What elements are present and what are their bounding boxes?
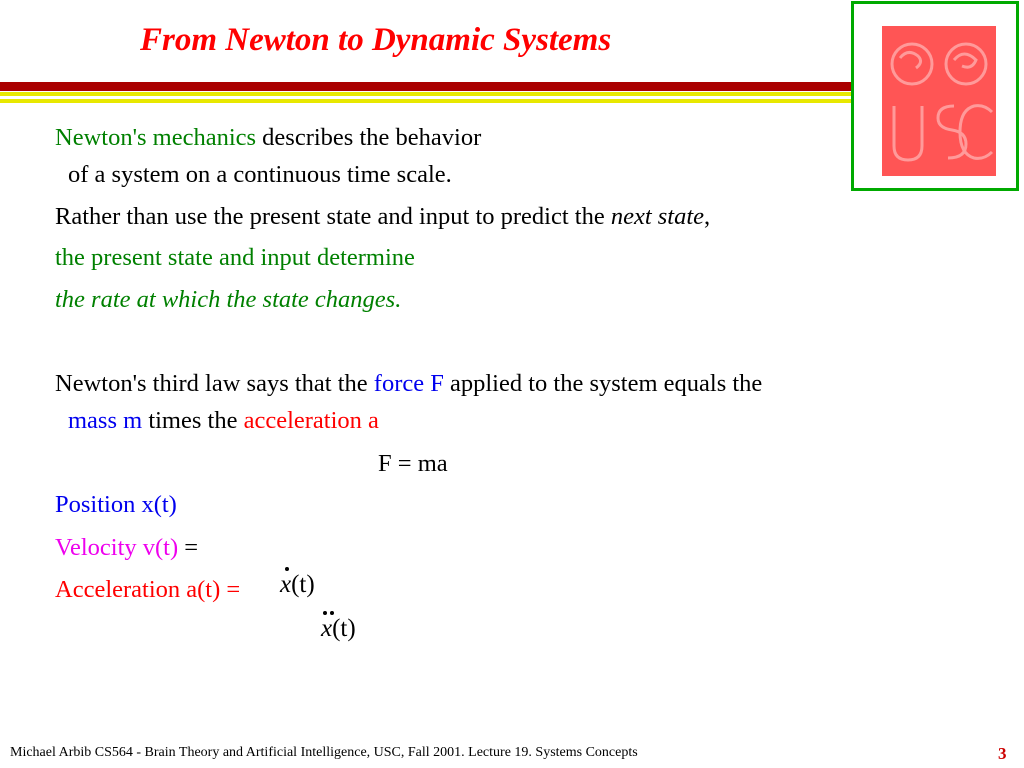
paragraph-mass-times-acceleration: mass m times the acceleration a [68,407,379,434]
paragraph-present-state: the present state and input determine [55,244,415,271]
stripe-dark-red [0,82,852,91]
term-force: force F [373,370,444,397]
title-underline-stripes [0,82,852,104]
text-comma: , [704,203,711,230]
stripe-yellow-2 [0,99,852,103]
stripe-yellow-1 [0,92,852,96]
page-number: 3 [998,744,1007,763]
math-x-dot-arg: (t) [291,571,315,598]
label-position: Position x(t) [55,491,177,518]
text-applied: applied to the system equals the [443,370,763,397]
label-velocity: Velocity v(t) [55,534,179,561]
label-velocity-row: Velocity v(t) = [55,534,199,561]
math-x-ddot-arg: (t) [332,615,356,642]
paragraph-rate-of-change: the rate at which the state changes. [55,286,402,313]
label-acceleration: Acceleration a(t) = [55,576,241,603]
text-times-the: times the [142,407,244,434]
paragraph-newton-mechanics: Newton's mechanics describes the behavio… [55,124,482,151]
usc-logo-frame [851,1,1019,191]
paragraph-rather-than: Rather than use the present state and in… [55,203,711,230]
term-acceleration: acceleration a [243,407,379,434]
term-newtons-mechanics: Newton's mechanics [55,124,257,151]
text-next-state: next state [610,203,705,230]
math-x-ddot-var: x [321,611,335,642]
math-x-ddot-t: x(t) [321,611,356,642]
text-third-law: Newton's third law says that the [55,370,374,397]
math-x-dot-t: x(t) [280,567,315,598]
slide-title: From Newton to Dynamic Systems [140,22,612,58]
text-describes-behavior: describes the behavior [256,124,482,151]
math-x-dot-var: x [280,567,292,598]
slide-footer: Michael Arbib CS564 - Brain Theory and A… [10,745,638,760]
paragraph-continuous-time: of a system on a continuous time scale. [68,161,452,188]
text-rather-than: Rather than use the present state and in… [55,203,611,230]
text-velocity-equals: = [178,534,199,561]
usc-brain-logo-icon [882,26,996,176]
formula-f-equals-ma: F = ma [378,450,448,477]
paragraph-third-law: Newton's third law says that the force F… [55,370,763,397]
term-mass: mass m [68,407,143,434]
